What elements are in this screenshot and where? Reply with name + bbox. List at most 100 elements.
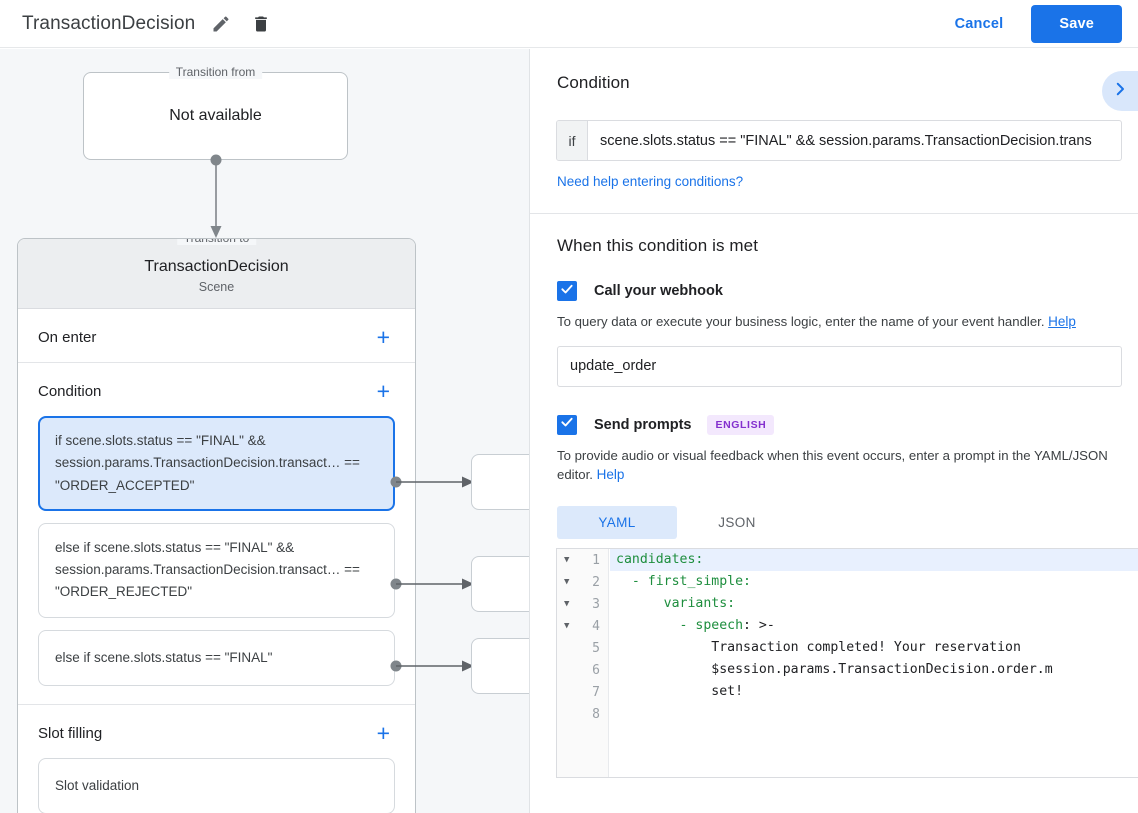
transition-from-value: Not available <box>169 107 262 124</box>
code-line[interactable]: $session.params.TransactionDecision.orde… <box>616 662 1053 678</box>
prompts-checkbox-row[interactable]: Send prompts ENGLISH <box>557 414 1138 435</box>
editor-line-gutter: 6 <box>557 659 608 681</box>
pencil-icon <box>211 14 231 34</box>
line-number: 4 <box>592 618 600 634</box>
code-line[interactable]: candidates: <box>610 549 1138 572</box>
line-number: 2 <box>592 574 600 590</box>
scene-card-header: TransactionDecision Scene <box>18 239 415 309</box>
editor-line-gutter: ▼4 <box>557 615 608 637</box>
section-on-enter-header: On enter + <box>18 309 415 362</box>
webhook-handler-input[interactable] <box>557 345 1122 387</box>
condition-expression-row[interactable]: if <box>556 120 1122 161</box>
cancel-button[interactable]: Cancel <box>941 7 1018 41</box>
tab-yaml[interactable]: YAML <box>557 506 677 540</box>
code-line[interactable]: variants: <box>616 596 736 612</box>
fold-arrow-icon[interactable]: ▼ <box>564 599 570 610</box>
fold-arrow-icon[interactable]: ▼ <box>564 555 570 566</box>
section-slot-filling: Slot filling + Slot validation <box>18 704 415 813</box>
delete-button[interactable] <box>247 10 275 38</box>
tab-json[interactable]: JSON <box>718 515 756 531</box>
condition-section: Condition if Need help entering conditio… <box>530 49 1138 214</box>
section-on-enter: On enter + <box>18 309 415 363</box>
transition-from-legend: Transition from <box>168 65 263 79</box>
editor-format-tabs: YAML JSON <box>557 506 1138 540</box>
scene-type: Scene <box>198 280 235 294</box>
line-number: 8 <box>592 706 600 722</box>
trash-icon <box>251 14 271 34</box>
webhook-description: To query data or execute your business l… <box>557 312 1118 332</box>
condition-item-rejected[interactable]: else if scene.slots.status == "FINAL" &&… <box>38 522 395 618</box>
section-divider <box>530 213 1138 214</box>
fold-arrow-icon[interactable]: ▼ <box>564 621 570 632</box>
prompts-help-link[interactable]: Help <box>596 466 625 482</box>
section-condition: Condition + if scene.slots.status == "FI… <box>18 363 415 705</box>
editor-line-gutter: 8 <box>557 703 608 725</box>
webhook-label: Call your webhook <box>594 283 723 299</box>
prompts-label: Send prompts <box>594 416 692 433</box>
section-condition-header: Condition + <box>18 363 415 416</box>
edit-button[interactable] <box>207 10 235 38</box>
editor-line-gutter: 5 <box>557 637 608 659</box>
transition-from-node[interactable]: Transition from Not available <box>83 65 348 160</box>
section-on-enter-label: On enter <box>38 329 97 346</box>
code-line[interactable]: - speech: >- <box>616 618 775 634</box>
scene-card[interactable]: Transition to TransactionDecision Scene … <box>17 238 416 813</box>
expand-panel-button[interactable] <box>1102 71 1138 111</box>
when-met-heading: When this condition is met <box>557 236 759 255</box>
add-condition-button[interactable]: + <box>376 378 390 404</box>
editor-line-gutter: ▼2 <box>557 571 608 593</box>
editor-line-gutter: ▼3 <box>557 593 608 615</box>
fold-arrow-icon[interactable]: ▼ <box>564 577 570 588</box>
app-bar: TransactionDecision Cancel Save <box>0 0 1138 48</box>
prompts-checkbox[interactable] <box>557 414 577 435</box>
condition-if-label: if <box>557 121 588 160</box>
slot-validation-item[interactable]: Slot validation <box>38 757 395 813</box>
line-number: 5 <box>592 640 600 656</box>
code-line[interactable] <box>610 703 1138 725</box>
condition-item-final[interactable]: else if scene.slots.status == "FINAL" <box>38 629 395 686</box>
transition-to-legend: Transition to <box>176 239 257 245</box>
editor-code-area[interactable]: candidates: - first_simple: variants: - … <box>610 549 1138 777</box>
app-bar-actions: Cancel Save <box>941 4 1138 43</box>
line-number: 3 <box>592 596 600 612</box>
line-number: 7 <box>592 684 600 700</box>
line-number: 1 <box>592 552 600 568</box>
target-node-2[interactable] <box>471 556 530 612</box>
editor-line-gutter: ▼1 <box>557 549 608 571</box>
checkmark-icon <box>560 415 574 434</box>
prompts-description-text: To provide audio or visual feedback when… <box>557 447 1108 482</box>
connector-from-to <box>210 154 222 238</box>
section-condition-label: Condition <box>38 383 102 400</box>
condition-heading: Condition <box>557 73 630 92</box>
details-panel: Condition if Need help entering conditio… <box>530 49 1138 813</box>
condition-item-accepted[interactable]: if scene.slots.status == "FINAL" && sess… <box>38 416 395 511</box>
save-button[interactable]: Save <box>1031 4 1122 43</box>
add-on-enter-button[interactable]: + <box>376 324 390 350</box>
webhook-checkbox[interactable] <box>557 281 577 301</box>
scene-name: TransactionDecision <box>144 258 289 275</box>
scene-graph-canvas[interactable]: Transition from Not available Transition… <box>0 49 530 813</box>
panel-divider <box>529 49 530 813</box>
when-condition-met-section: When this condition is met Call your web… <box>530 214 1138 779</box>
webhook-checkbox-row[interactable]: Call your webhook <box>557 281 1138 301</box>
webhook-description-text: To query data or execute your business l… <box>557 314 1045 329</box>
section-slot-filling-label: Slot filling <box>38 724 103 742</box>
page-title: TransactionDecision <box>22 12 196 34</box>
prompts-description: To provide audio or visual feedback when… <box>557 446 1112 485</box>
chevron-right-icon <box>1111 80 1129 103</box>
code-line[interactable]: - first_simple: <box>616 574 751 590</box>
code-line[interactable]: set! <box>616 684 744 700</box>
condition-help-link[interactable]: Need help entering conditions? <box>557 174 744 189</box>
section-slot-filling-header: Slot filling + <box>18 705 415 758</box>
webhook-help-link[interactable]: Help <box>1048 314 1076 329</box>
code-line[interactable]: Transaction completed! Your reservation <box>616 640 1021 656</box>
line-number: 6 <box>592 662 600 678</box>
target-node-3[interactable] <box>471 638 530 694</box>
checkmark-icon <box>560 282 574 301</box>
language-badge: ENGLISH <box>707 414 775 435</box>
condition-expression-input[interactable] <box>588 121 1121 160</box>
target-node-1[interactable] <box>471 454 530 510</box>
add-slot-filling-button[interactable]: + <box>376 719 390 746</box>
